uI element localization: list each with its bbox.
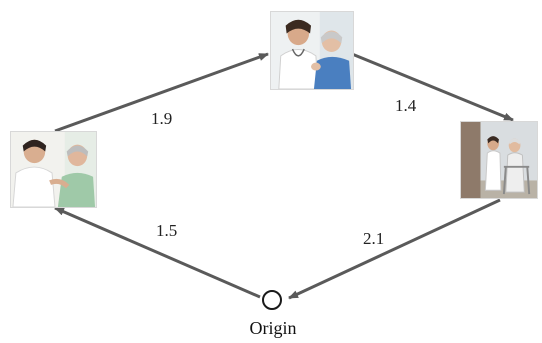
origin-circle-icon <box>262 290 282 310</box>
nurse-with-elderly-walker-photo <box>460 121 538 199</box>
caregiver-assisting-patient-photo <box>10 131 97 208</box>
edge-weight-top-to-right: 1.4 <box>395 96 417 115</box>
nurse-with-elderly-patient-photo <box>270 11 354 90</box>
edge-right-to-origin <box>288 198 501 300</box>
edge-weight-right-to-origin: 2.1 <box>363 229 385 248</box>
edge-origin-to-left <box>54 206 261 299</box>
edge-top-to-right <box>351 52 514 122</box>
edge-weight-left-to-top: 1.9 <box>151 109 173 128</box>
edge-left-to-top <box>54 52 269 133</box>
origin-label: Origin <box>249 318 297 338</box>
edge-weight-origin-to-left: 1.5 <box>156 221 178 240</box>
